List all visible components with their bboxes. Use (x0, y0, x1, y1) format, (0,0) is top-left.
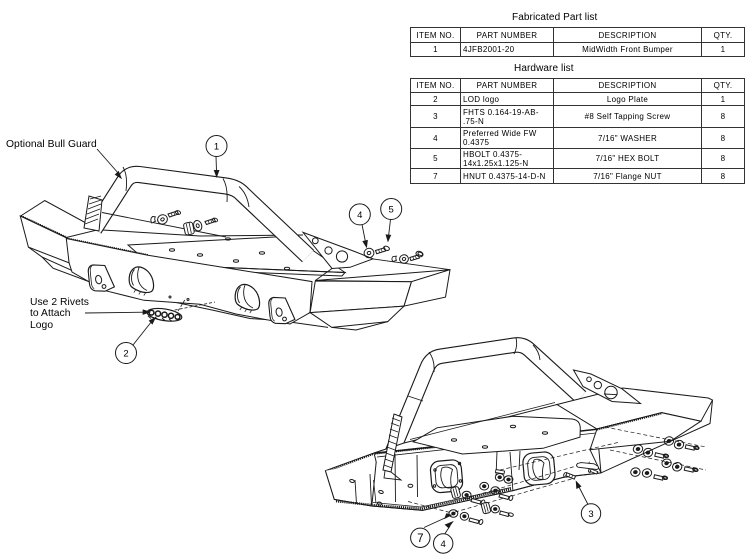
svg-text:2: 2 (123, 349, 128, 360)
svg-text:1: 1 (214, 142, 219, 153)
svg-text:5: 5 (389, 205, 394, 216)
svg-text:4: 4 (357, 210, 362, 221)
svg-text:3: 3 (588, 509, 593, 520)
svg-text:4: 4 (441, 539, 446, 550)
svg-text:7: 7 (417, 533, 423, 545)
